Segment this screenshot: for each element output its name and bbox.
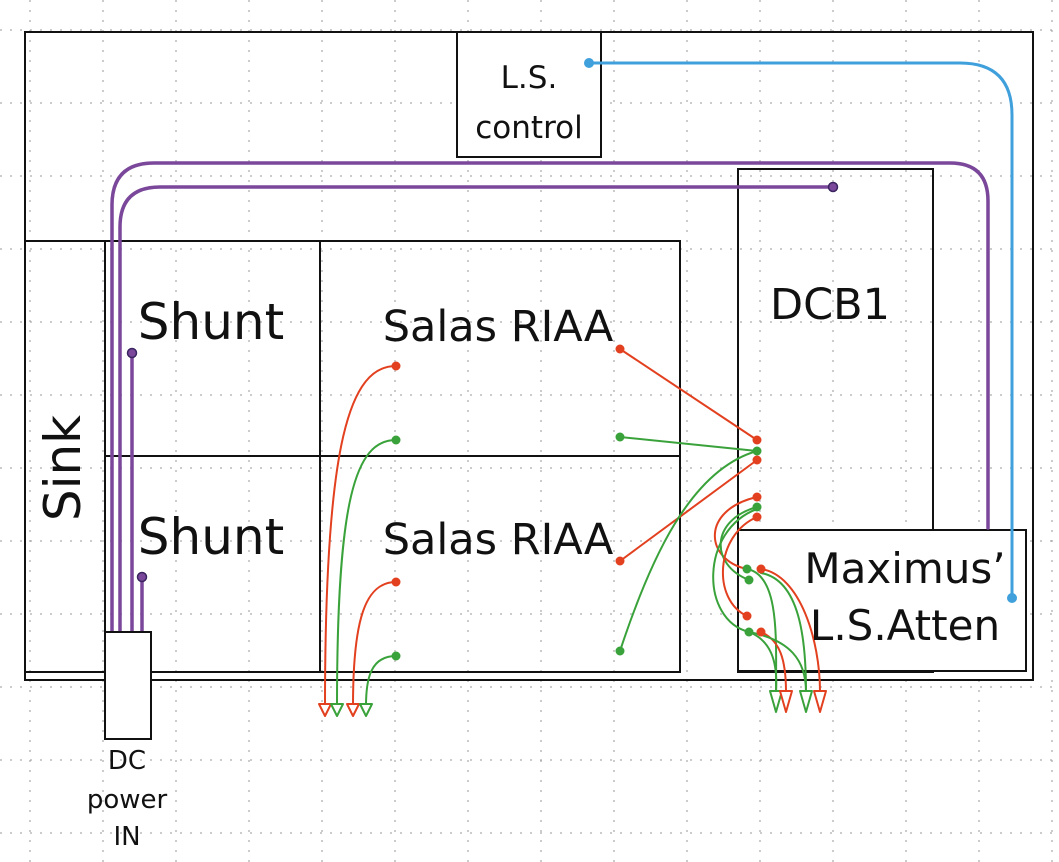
riaa-top-out-red [615,344,625,354]
output-wire-top-green [619,436,758,452]
dcb1-in-red-1 [752,435,762,445]
dc-label-line2: power [87,785,168,815]
ls-control-box [456,31,602,158]
output-wire-top-red [619,348,758,441]
dc-label-line1: DC [108,746,146,776]
shunt-top-power-terminal [126,347,138,359]
power-wire-to-dcb1 [118,185,835,634]
output-arrow-green-2 [799,690,813,713]
loop-red-1 [713,496,758,570]
ls-control-label-line1: L.S. [501,60,558,96]
shunt-top-label: Shunt [138,293,284,351]
riaa-bottom-out-green [615,646,625,656]
dc-power-in-box [104,631,152,740]
power-wires [110,161,990,634]
riaa-bottom-out-red [615,556,625,566]
shunt-bottom-label: Shunt [138,508,284,566]
riaa-bottom-box [319,455,681,673]
shunt-bottom-power-terminal [136,571,148,583]
dcb1-label: DCB1 [770,280,890,330]
power-terminals [126,181,839,583]
dcb1-power-terminal [827,181,839,193]
output-arrowheads [769,690,827,713]
atten-label-line1: Maximus’ [804,544,1005,593]
ls-control-label-line2: control [475,110,582,146]
input-arrow-green-1 [330,703,344,717]
signal-terminals [391,344,766,661]
dcb1-out-red-1 [752,492,762,502]
riaa-input-wires [324,365,397,707]
sink-label: Sink [34,415,92,521]
output-arrow-red-2 [813,690,827,713]
dcb1-out-red-2 [752,512,762,522]
input-arrow-red-2 [346,703,360,717]
power-wire-to-atten [110,161,990,634]
out-wire-red-b [760,631,787,693]
atten-output-wires [746,568,821,693]
atten-in-green-3 [744,627,754,637]
dc-label-line3: IN [113,822,140,852]
output-wire-bottom-red [619,459,758,562]
riaa-bottom-in-green [391,651,401,661]
riaa-top-label: Salas RIAA [383,302,614,352]
out-wire-green-c [760,572,807,693]
atten-in-red-1 [756,564,766,574]
input-wire-top-green [336,439,397,707]
input-arrow-green-2 [359,703,373,717]
ls-control-terminal [584,58,594,68]
input-arrowheads [318,703,373,717]
dcb1-out-green-1 [752,502,762,512]
atten-in-green-2 [744,575,754,585]
loop-green-2 [712,508,758,633]
atten-in-red-2 [742,611,752,621]
input-wire-bottom-green [365,655,397,707]
riaa-top-in-red [391,361,401,371]
dcb1-in-red-2 [752,455,762,465]
riaa-top-out-green [615,432,625,442]
output-wire-bottom-green [619,450,758,652]
input-wire-bottom-red [352,581,397,707]
atten-control-terminal [1007,593,1017,603]
atten-label-line2: L.S.Atten [810,601,1000,650]
input-arrow-red-1 [318,703,332,717]
riaa-output-wires [619,348,758,652]
riaa-top-in-green [391,435,401,445]
atten-in-red-3 [756,627,766,637]
out-wire-red-a [760,568,821,693]
output-arrow-green-1 [769,690,783,713]
atten-in-green-1 [742,564,752,574]
control-wire [587,61,1014,600]
riaa-bottom-label: Salas RIAA [383,515,614,565]
output-arrow-red-1 [779,690,793,713]
out-wire-green-b [748,631,778,693]
dcb1-in-green-1 [752,446,762,456]
riaa-bottom-in-red [391,577,401,587]
loop-red-2 [721,516,758,617]
dcb1-atten-wires [712,496,758,633]
input-wire-top-red [324,365,397,707]
